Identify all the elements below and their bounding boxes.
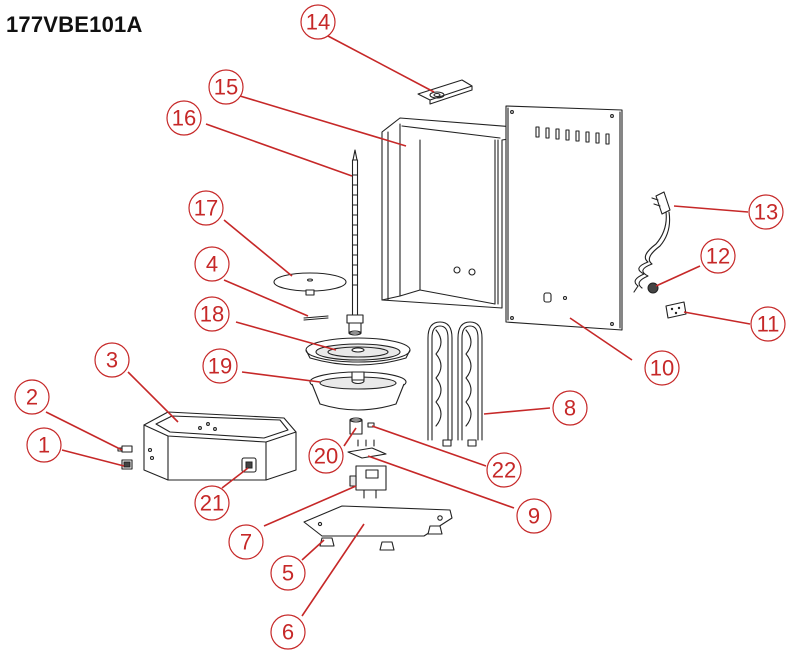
leader-lines: [45, 35, 751, 617]
callout-12-label: 12: [706, 244, 730, 269]
callout-14-label: 14: [306, 10, 330, 35]
part-1-indicator-light: [121, 459, 133, 470]
callout-16: 16: [166, 100, 202, 136]
callout-14: 14: [300, 4, 336, 40]
callout-6: 6: [270, 614, 306, 650]
part-3-base-housing: [143, 411, 297, 481]
vent-slots: [535, 126, 610, 145]
callout-19: 19: [202, 348, 238, 384]
callout-8: 8: [552, 390, 588, 426]
callout-16-label: 16: [172, 106, 196, 131]
callout-22-label: 22: [492, 458, 516, 483]
callout-3: 3: [94, 342, 130, 378]
part-11-terminal-block: [665, 301, 687, 319]
part-4-pin: [303, 315, 329, 321]
callout-11-label: 11: [757, 312, 780, 337]
callout-9-label: 9: [528, 504, 540, 529]
part-7-motor: [349, 465, 387, 499]
callout-17: 17: [188, 190, 224, 226]
part-21-knob: [241, 457, 257, 473]
callout-2: 2: [14, 379, 50, 415]
part-17-disc: [273, 272, 347, 296]
part-16-skewer: [346, 149, 364, 336]
callout-5-label: 5: [282, 561, 294, 586]
callout-17-label: 17: [194, 196, 218, 221]
callout-19-label: 19: [208, 354, 232, 379]
callout-9: 9: [516, 498, 552, 534]
callout-10: 10: [644, 350, 680, 386]
part-8-heating-element: [427, 321, 483, 447]
callout-15: 15: [208, 69, 244, 105]
callout-2-label: 2: [26, 385, 38, 410]
callout-8-label: 8: [564, 396, 576, 421]
part-13-power-cord: [633, 191, 671, 293]
callout-5: 5: [270, 555, 306, 591]
callout-1: 1: [26, 427, 62, 463]
callout-13-label: 13: [754, 200, 778, 225]
part-19-drip-pan: [309, 371, 407, 411]
skewer-ridges: [352, 174, 358, 286]
callout-11: 11: [750, 306, 786, 342]
callout-1-label: 1: [38, 433, 50, 458]
model-number-title: 177VBE101A: [6, 12, 143, 37]
part-22-screw: [367, 422, 375, 428]
callout-13: 13: [748, 194, 784, 230]
part-9-motor-plate: [347, 439, 387, 459]
callout-10-label: 10: [650, 356, 674, 381]
callout-7-label: 7: [240, 530, 252, 555]
callout-20-label: 20: [314, 444, 338, 469]
callout-7: 7: [228, 524, 264, 560]
callout-21: 21: [194, 485, 230, 521]
callout-6-label: 6: [282, 620, 294, 645]
callout-4-label: 4: [206, 252, 218, 277]
part-20-coupling: [349, 417, 363, 435]
part-10-back-panel: [505, 105, 623, 331]
part-15-inner-frame: [381, 117, 529, 309]
callout-12: 12: [700, 238, 736, 274]
callout-18: 18: [194, 296, 230, 332]
callout-4: 4: [194, 246, 230, 282]
callout-15-label: 15: [214, 75, 238, 100]
callout-21-label: 21: [200, 491, 224, 516]
callout-22: 22: [486, 452, 522, 488]
part-18-perforated-tray: [305, 337, 411, 366]
part-12-grommet: [647, 282, 659, 294]
callout-18-label: 18: [200, 302, 224, 327]
part-14-top-bracket: [417, 79, 473, 105]
callout-3-label: 3: [106, 348, 118, 373]
part-6-base-plate: [303, 505, 453, 537]
callout-20: 20: [308, 438, 344, 474]
